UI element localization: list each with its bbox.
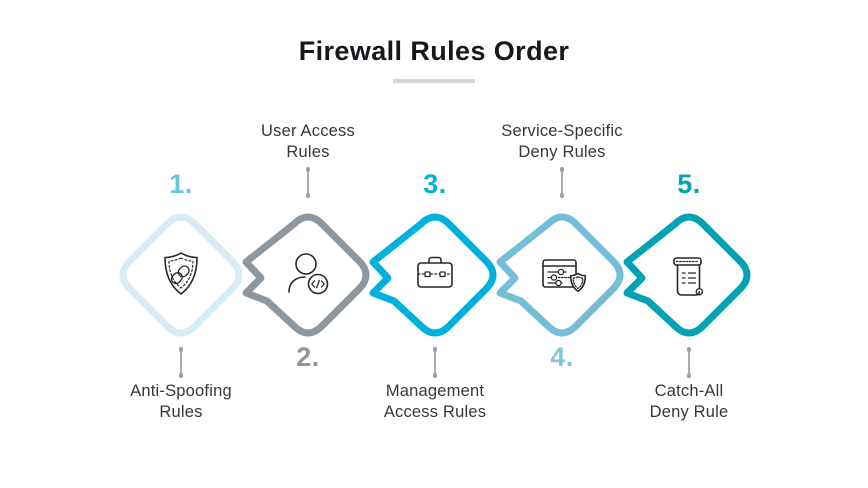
diamond-outline-icon [119, 213, 243, 337]
connector-line [305, 167, 311, 198]
label-line: Deny Rules [518, 143, 606, 161]
step-5-number: 5. [677, 169, 701, 199]
connector-line [432, 347, 438, 378]
label-line: User Access [261, 122, 355, 140]
connector-line [686, 347, 692, 378]
user-code-icon [288, 253, 329, 295]
shield-link-icon [164, 252, 198, 295]
step-4-label: Service-Specific Deny Rules [462, 121, 662, 163]
diamond-zigzag-outline-icon [623, 213, 751, 337]
step-4-number: 4. [550, 342, 574, 372]
step-5-label: Catch-All Deny Rule [589, 381, 789, 423]
label-line: Management [385, 382, 485, 400]
label-line: Service-Specific [501, 122, 623, 140]
step-5: 5. Catch-All Deny Rule [599, 0, 779, 488]
step-1-label: Anti-Spoofing Rules [81, 381, 281, 423]
label-line: Rules [159, 403, 203, 421]
step-1-number: 1. [169, 169, 193, 199]
connector-line [178, 347, 184, 378]
step-3-number: 3. [423, 169, 447, 199]
connector-line [559, 167, 565, 198]
settings-shield-icon [542, 259, 587, 292]
diamond-zigzag-outline-icon [369, 213, 497, 337]
step-4: Service-Specific Deny Rules 4. [472, 0, 652, 488]
label-line: Anti-Spoofing [130, 382, 232, 400]
label-line: Rules [286, 143, 330, 161]
step-2-label: User Access Rules [208, 121, 408, 163]
title-underline [393, 79, 475, 83]
step-2-number: 2. [296, 342, 320, 372]
step-3-diamond [360, 200, 510, 350]
label-line: Catch-All [654, 382, 724, 400]
label-line: Deny Rule [649, 403, 729, 421]
deny-scroll-icon [673, 257, 704, 296]
step-1: 1. Anti-Spoofing Rules [91, 0, 271, 488]
page-title: Firewall Rules Order [298, 36, 570, 66]
step-5-diamond [614, 200, 764, 350]
label-line: Access Rules [383, 403, 487, 421]
step-3-label: Management Access Rules [335, 381, 535, 423]
briefcase-icon [417, 256, 453, 288]
step-1-diamond [106, 200, 256, 350]
diamond-zigzag-outline-icon [242, 213, 370, 337]
step-4-diamond [487, 200, 637, 350]
step-2-diamond [233, 200, 383, 350]
step-3: 3. Management Access Rules [345, 0, 525, 488]
diamond-zigzag-outline-icon [496, 213, 624, 337]
step-2: User Access Rules 2. [218, 0, 398, 488]
